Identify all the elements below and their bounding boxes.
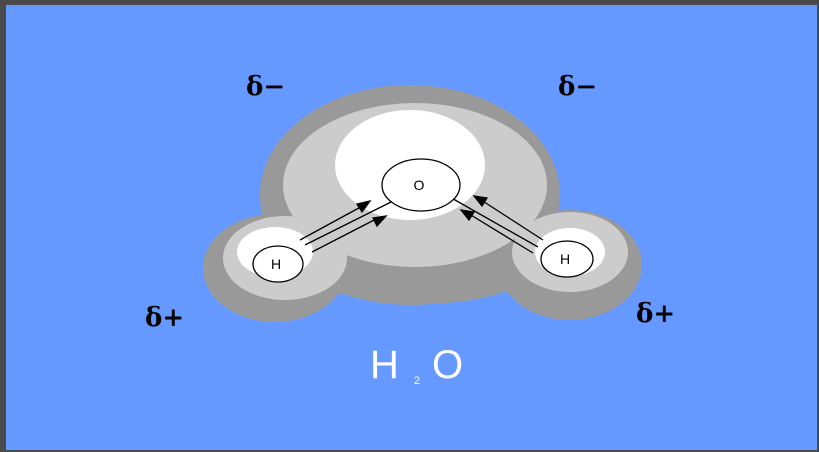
bond-arrows-right	[447, 195, 544, 254]
charge-label-bottom-right: δ+	[636, 299, 675, 329]
bond-arrows-left	[299, 199, 396, 253]
formula-main: H	[370, 343, 399, 387]
charge-label-bottom-left: δ+	[145, 303, 184, 333]
charge-label-top-right: δ−	[558, 72, 597, 102]
oxygen-nucleus	[381, 158, 461, 212]
hydrogen-right-label: H	[560, 251, 570, 267]
charge-label-top-left: δ−	[246, 72, 285, 102]
hydrogen-left-label: H	[271, 256, 281, 272]
formula-tail: O	[432, 343, 463, 387]
hydrogen-right-nucleus	[540, 240, 594, 278]
oxygen-label: O	[414, 177, 425, 193]
hydrogen-left-nucleus	[252, 245, 304, 283]
formula-subscript: 2	[414, 375, 420, 387]
